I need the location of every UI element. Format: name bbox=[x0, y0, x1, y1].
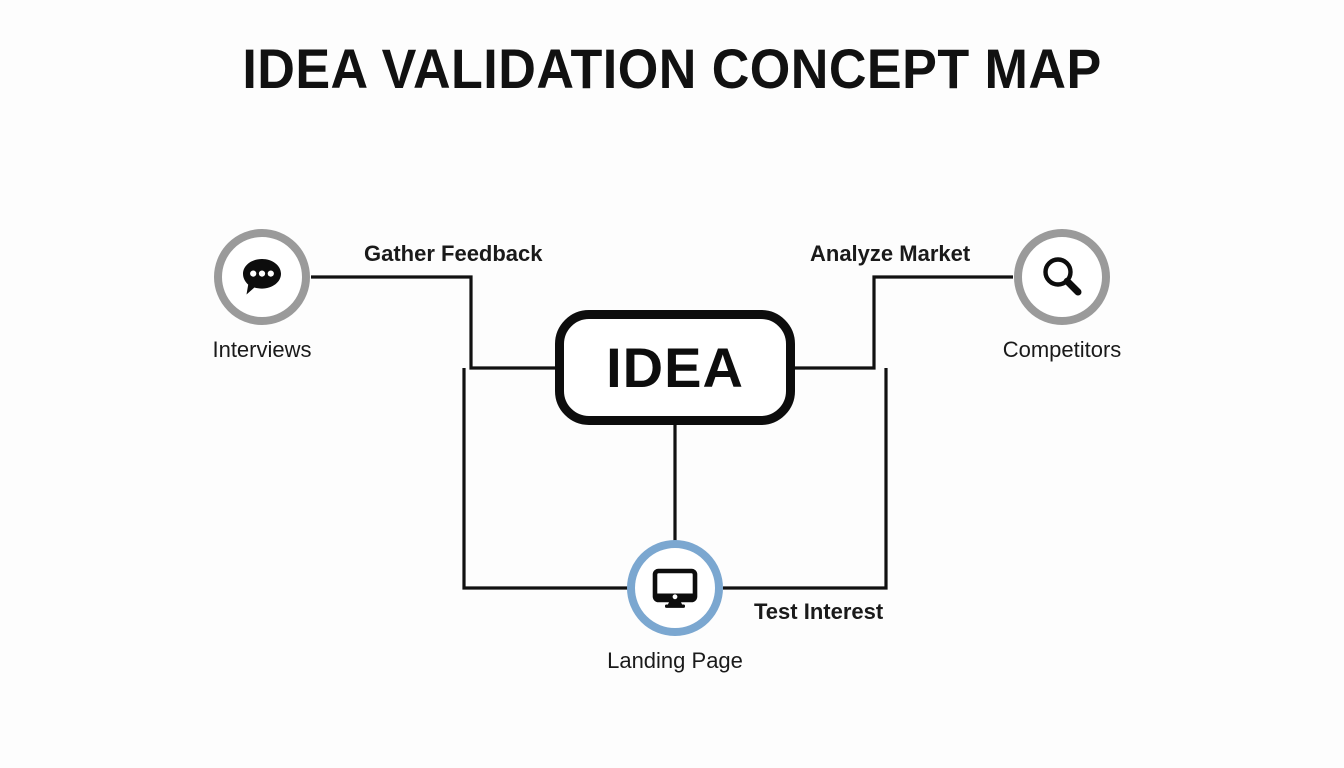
node-competitors[interactable]: Competitors bbox=[1003, 229, 1121, 362]
node-landing-page[interactable]: Landing Page bbox=[607, 540, 743, 673]
idea-center-label: IDEA bbox=[606, 335, 744, 399]
competitors-ring bbox=[1014, 229, 1110, 325]
interviews-label: Interviews bbox=[212, 337, 312, 362]
edge-label-test-interest: Test Interest bbox=[750, 599, 888, 625]
monitor-icon bbox=[652, 568, 698, 608]
magnifier-icon bbox=[1043, 257, 1082, 296]
edge-interviews-to-idea bbox=[311, 275, 557, 370]
speech-bubble-icon bbox=[243, 259, 281, 295]
landing-page-label: Landing Page bbox=[607, 648, 743, 673]
idea-center-node[interactable]: IDEA bbox=[555, 310, 795, 425]
edge-label-analyze-market: Analyze Market bbox=[806, 241, 975, 267]
edge-right-branch-to-landing bbox=[723, 368, 888, 590]
node-interviews[interactable]: Interviews bbox=[212, 229, 312, 362]
edge-competitors-to-idea bbox=[793, 275, 1013, 370]
page-title: IDEA VALIDATION CONCEPT MAP bbox=[242, 37, 1102, 100]
edge-left-branch-to-landing bbox=[462, 368, 628, 590]
competitors-label: Competitors bbox=[1002, 337, 1122, 362]
landing-page-ring bbox=[627, 540, 723, 636]
edge-label-gather-feedback: Gather Feedback bbox=[360, 241, 547, 267]
interviews-ring bbox=[214, 229, 310, 325]
